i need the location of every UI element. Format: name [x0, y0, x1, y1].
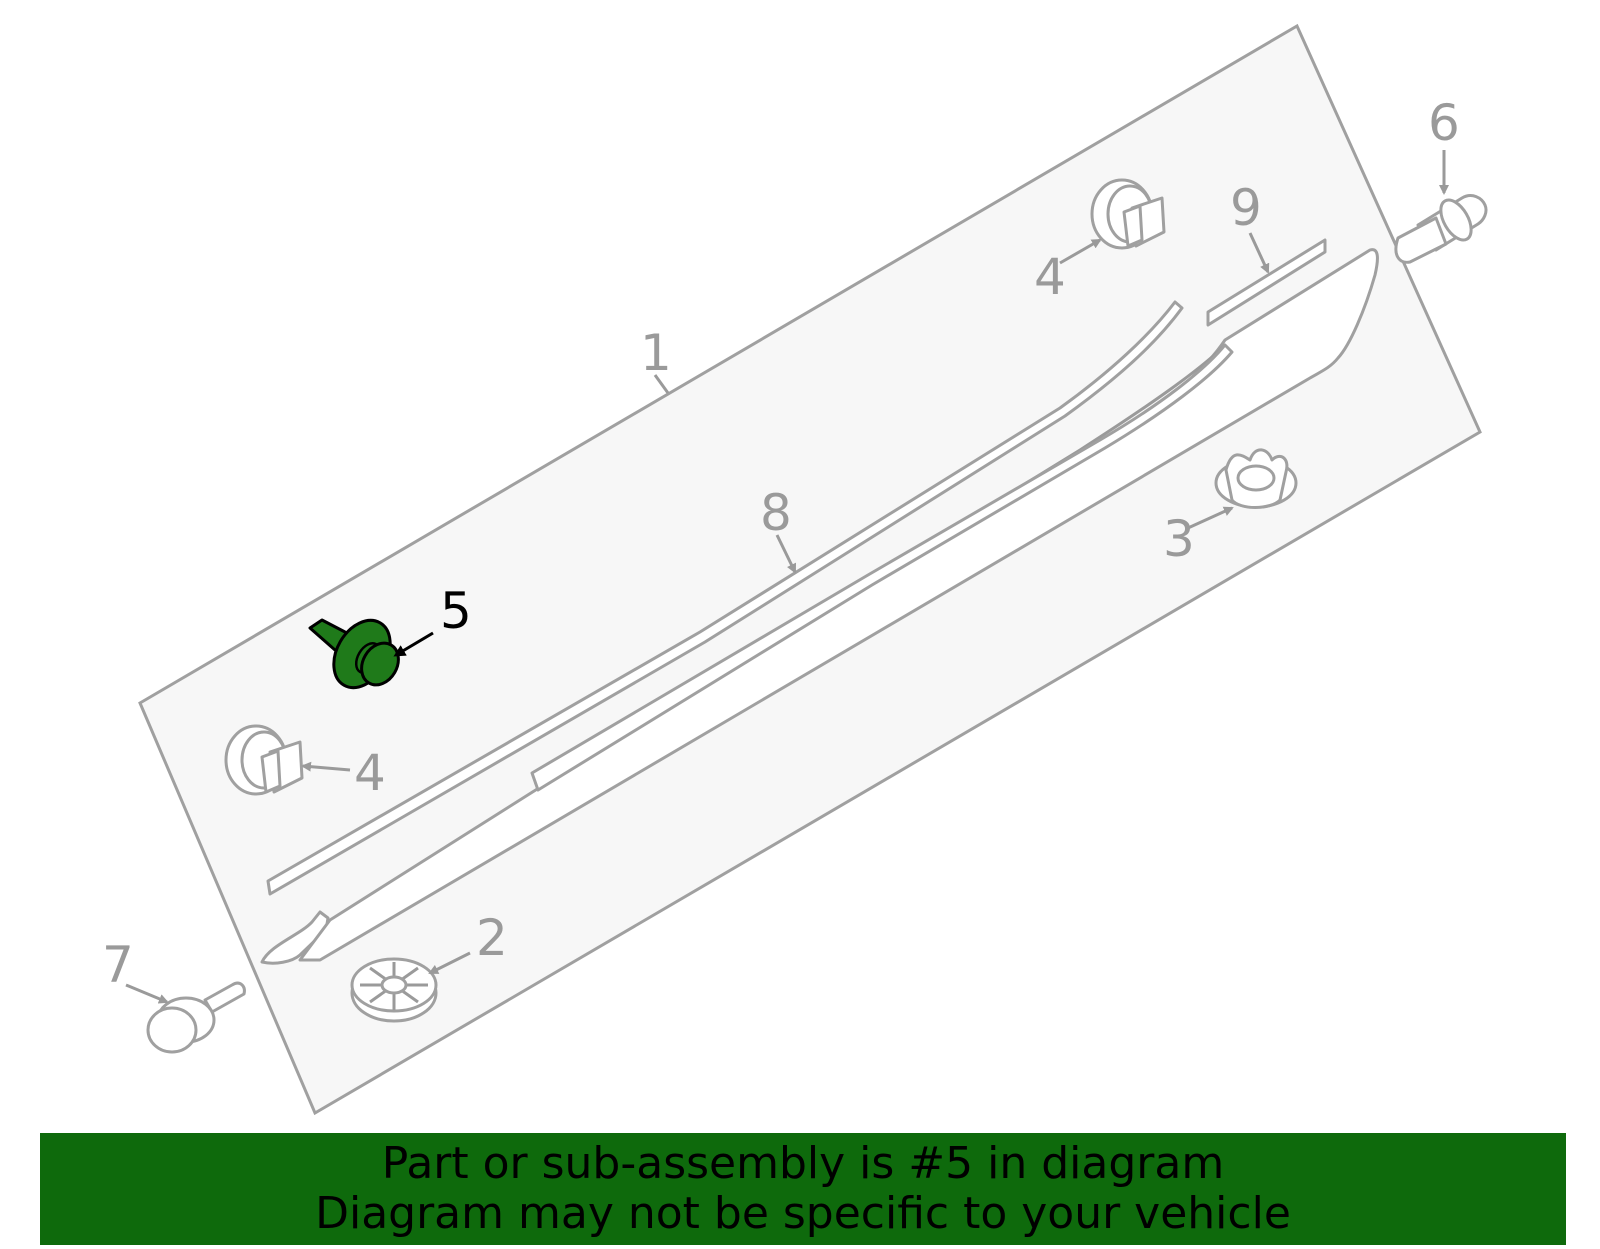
part-9-strip [1206, 238, 1327, 327]
leader-5 [393, 631, 434, 657]
clip-2 [350, 957, 438, 1023]
upper-molding-strip [266, 300, 1184, 896]
info-banner: Part or sub-assembly is #5 in diagram Di… [40, 1133, 1566, 1245]
callout-1: 1 [640, 324, 672, 382]
garnish-rail [530, 343, 1234, 792]
clip-4-upper [1090, 178, 1166, 250]
leader-1 [653, 374, 670, 394]
clip-7 [146, 981, 246, 1054]
leader-9 [1248, 232, 1270, 274]
leader-8 [775, 534, 797, 574]
callout-7: 7 [102, 936, 134, 994]
callout-2: 2 [476, 909, 508, 967]
side-sill-garnish [260, 910, 330, 965]
callout-9: 9 [1230, 179, 1262, 237]
callout-8: 8 [760, 484, 792, 542]
callout-4-upper: 4 [1034, 248, 1066, 306]
clip-5-highlighted [308, 618, 400, 690]
callout-4-lower: 4 [354, 744, 386, 802]
leader-3 [1187, 506, 1234, 530]
leader-4-lower [301, 761, 351, 772]
leader-2 [428, 951, 471, 975]
clip-4-lower [224, 724, 304, 796]
callout-6: 6 [1428, 94, 1460, 152]
leader-4-upper [1059, 238, 1102, 265]
clip-3 [1214, 448, 1298, 509]
clip-6 [1394, 194, 1488, 264]
callout-3: 3 [1163, 510, 1195, 568]
callout-5: 5 [440, 582, 472, 640]
leader-7 [125, 983, 169, 1004]
banner-line-1: Part or sub-assembly is #5 in diagram [381, 1138, 1225, 1189]
banner-line-2: Diagram may not be specific to your vehi… [315, 1188, 1291, 1239]
